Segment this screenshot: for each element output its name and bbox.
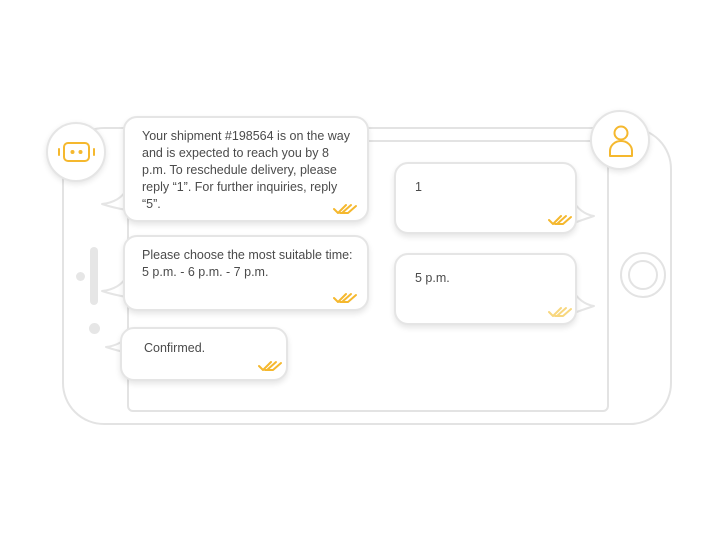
bot-message-bubble: Please choose the most suitable time: 5 … <box>123 235 369 311</box>
double-check-icon <box>548 215 572 225</box>
user-message-text: 5 p.m. <box>415 271 450 285</box>
bot-message-text: Confirmed. <box>144 341 206 355</box>
double-check-icon <box>333 293 357 303</box>
phone-sensor-dot <box>76 272 85 281</box>
phone-camera-dot <box>89 323 100 334</box>
bot-face-icon <box>58 142 95 162</box>
bot-avatar <box>46 122 106 182</box>
bot-message-bubble: Confirmed. <box>120 327 288 381</box>
phone-home-button[interactable] <box>620 252 666 298</box>
user-person-icon <box>609 125 633 157</box>
double-check-icon <box>333 204 357 214</box>
user-message-bubble: 1 <box>394 162 577 234</box>
user-message-bubble: 5 p.m. <box>394 253 577 325</box>
bot-message-text: Please choose the most suitable time: 5 … <box>142 248 353 279</box>
user-avatar <box>590 110 650 170</box>
bubble-tail <box>101 188 128 211</box>
phone-speaker-slot <box>90 247 98 305</box>
bubble-tail <box>101 275 128 298</box>
user-message-text: 1 <box>415 180 422 194</box>
bot-message-bubble: Your shipment #198564 is on the way and … <box>123 116 369 222</box>
double-check-icon <box>258 361 282 371</box>
double-check-icon <box>548 307 572 317</box>
bot-message-text: Your shipment #198564 is on the way and … <box>142 129 351 211</box>
